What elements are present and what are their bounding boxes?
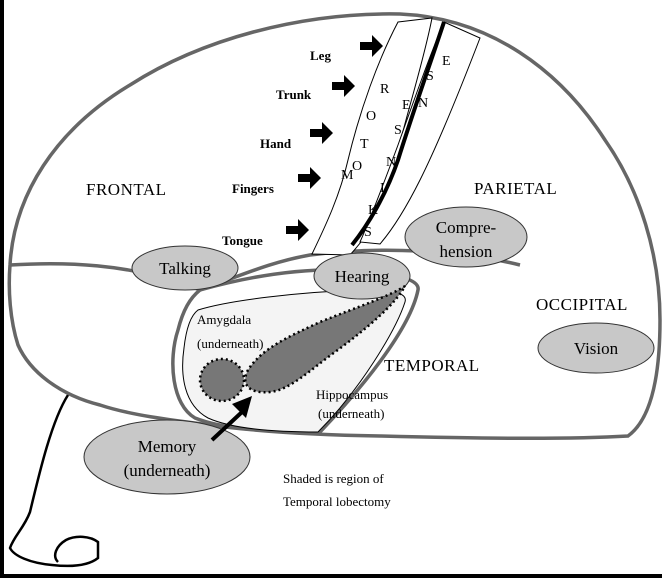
sensory-letter: S	[426, 69, 434, 84]
arrow-tongue-icon	[286, 219, 309, 241]
label-frontal: FRONTAL	[86, 180, 167, 199]
label-occipital: OCCIPITAL	[536, 295, 628, 314]
face-profile	[10, 395, 98, 566]
sensory-letter: S	[364, 225, 372, 240]
talking-label: Talking	[159, 259, 211, 278]
lobectomy-note-line1: Shaded is region of	[283, 471, 384, 486]
sensory-letter: K	[368, 203, 378, 218]
amygdala-shaded	[200, 359, 244, 401]
sensory-letter: E	[402, 98, 411, 113]
arrow-fingers-icon	[298, 167, 321, 189]
comprehension-label-line2: hension	[440, 242, 493, 261]
arrow-trunk-icon	[332, 75, 355, 97]
sensory-letter: N	[386, 155, 396, 170]
label-temporal: TEMPORAL	[384, 356, 480, 375]
motor-letter: O	[352, 159, 362, 174]
body-part-hand: Hand	[260, 136, 292, 151]
memory-label-line1: Memory	[138, 437, 197, 456]
sensory-letter: S	[394, 123, 402, 138]
hippocampus-label-line1: Hippocampus	[316, 387, 388, 402]
hippocampus-label-line2: (underneath)	[318, 406, 384, 421]
motor-letter: T	[360, 137, 369, 152]
motor-letter: R	[380, 82, 390, 97]
vision-label: Vision	[574, 339, 619, 358]
body-part-tongue: Tongue	[222, 233, 263, 248]
sensory-letter: N	[418, 96, 428, 111]
motor-letter: O	[366, 109, 376, 124]
arrow-leg-icon	[360, 35, 383, 57]
amygdala-label-line2: (underneath)	[197, 336, 263, 351]
sensory-letter: I	[380, 181, 385, 196]
memory-oval	[84, 420, 250, 494]
motor-letter: M	[341, 168, 354, 183]
sensory-letter: E	[442, 54, 451, 69]
hearing-label: Hearing	[335, 267, 390, 286]
amygdala-label-line1: Amygdala	[197, 312, 251, 327]
comprehension-label-line1: Compre-	[436, 218, 497, 237]
arrow-hand-icon	[310, 122, 333, 144]
memory-label-line2: (underneath)	[124, 461, 211, 480]
label-parietal: PARIETAL	[474, 179, 557, 198]
lobectomy-note-line2: Temporal lobectomy	[283, 494, 391, 509]
body-part-fingers: Fingers	[232, 181, 274, 196]
body-part-leg: Leg	[310, 48, 331, 63]
body-part-trunk: Trunk	[276, 87, 312, 102]
